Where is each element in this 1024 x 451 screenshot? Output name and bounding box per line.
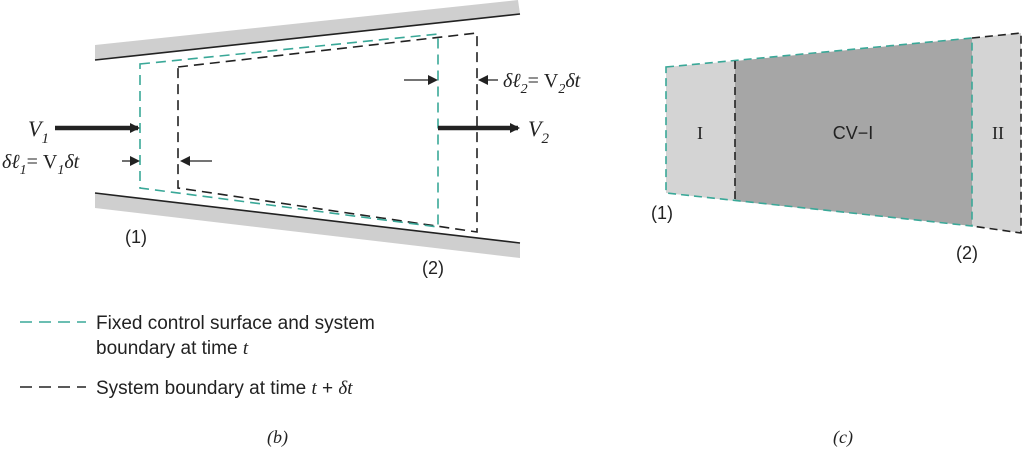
section-2-label: (2) [422, 258, 444, 278]
dl1-label: δℓ1= V1δt [2, 151, 80, 178]
upper-wall-edge [94, 13, 521, 61]
region-i [666, 61, 735, 201]
cv-section-1-label: (1) [651, 203, 673, 223]
region-cv-i [735, 38, 972, 226]
caption-c: (c) [833, 427, 853, 448]
figure-b: V1 V2 δℓ1= V1δt δℓ2= V2δt (1) (2) (b) [2, 0, 581, 448]
lower-wall-edge [94, 192, 521, 244]
upper-wall [95, 0, 520, 60]
cv-section-2-label: (2) [956, 243, 978, 263]
cv-control-surface [665, 37, 973, 227]
legend-system-text: System boundary at time t + δt [96, 378, 353, 399]
region-i-label: I [697, 123, 703, 143]
caption-b: (b) [267, 427, 288, 448]
v2-label: V2 [528, 116, 549, 147]
dl2-label: δℓ2= V2δt [503, 70, 581, 97]
lower-wall [95, 193, 520, 258]
legend-control-line1: Fixed control surface and system [96, 313, 375, 334]
figure-c: I CV−I II (1) (2) (c) [651, 32, 1022, 448]
control-surface [139, 33, 439, 228]
legend-control-line2: boundary at time t [96, 338, 249, 359]
region-ii [972, 33, 1021, 233]
region-cv-label: CV−I [833, 123, 874, 143]
system-boundary-later [177, 32, 478, 233]
v1-label: V1 [28, 116, 49, 147]
cv-system-boundary-right [971, 32, 1022, 234]
legend: Fixed control surface and system boundar… [20, 313, 375, 399]
section-1-label: (1) [125, 227, 147, 247]
region-ii-label: II [992, 123, 1004, 143]
